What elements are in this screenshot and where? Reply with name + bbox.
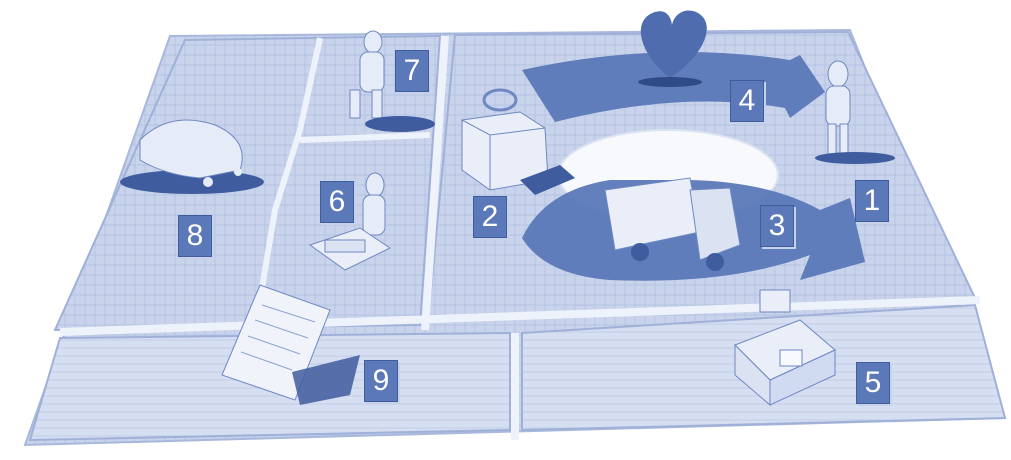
badge-5-label: 5 xyxy=(857,363,889,403)
badge-1: 1 xyxy=(855,180,889,222)
badge-2-label: 2 xyxy=(474,197,506,237)
badge-7-label: 7 xyxy=(396,51,428,91)
badge-6: 6 xyxy=(320,181,354,223)
badge-8: 8 xyxy=(178,215,212,257)
badge-6-label: 6 xyxy=(321,182,353,222)
badge-1-label: 1 xyxy=(856,181,888,221)
badge-3: 3 xyxy=(760,205,794,247)
badge-9: 9 xyxy=(364,360,398,402)
badge-5: 5 xyxy=(856,362,890,404)
heart-shadow xyxy=(638,77,702,87)
badge-4: 4 xyxy=(730,80,764,122)
badge-4-label: 4 xyxy=(731,81,763,121)
badge-8-label: 8 xyxy=(179,216,211,256)
badge-7: 7 xyxy=(395,50,429,92)
badge-2: 2 xyxy=(473,196,507,238)
badge-3-label: 3 xyxy=(761,206,793,246)
badge-9-label: 9 xyxy=(365,361,397,401)
